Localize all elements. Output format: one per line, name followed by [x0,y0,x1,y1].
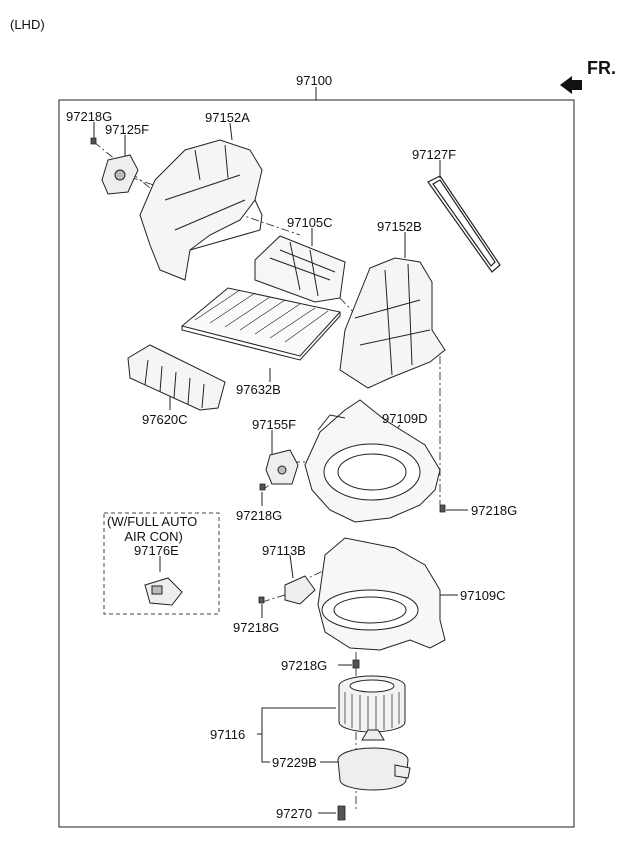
case-upper-a-icon [140,140,262,280]
actuator-mid-icon [266,450,298,484]
label-97113B: 97113B [262,543,306,558]
label-97270: 97270 [276,806,313,821]
label-97152B: 97152B [377,219,422,234]
label-97109D: 97109D [382,411,428,426]
label-97176E: 97176E [134,543,179,558]
label-97127F: 97127F [412,147,457,162]
label-97632B: 97632B [236,382,281,397]
blower-case-lower-icon [318,538,445,650]
label-97125F: 97125F [105,122,150,137]
filter-seal-icon [428,176,500,272]
filter-cover-icon [255,236,345,302]
label-97116: 97116 [210,727,246,742]
blower-wheel-icon [339,676,405,732]
label-97155F: 97155F [252,417,297,432]
option-box [104,513,219,614]
grille-icon [128,345,225,410]
leader-lines [94,122,468,813]
label-97620C: 97620C [142,412,188,427]
front-direction-label: FR. [587,58,616,78]
actuator-top-icon [102,155,138,194]
front-arrow-icon [560,76,582,94]
case-upper-b-icon [340,258,445,388]
label-97218G-lower-left: 97218G [233,620,280,635]
label-97218G-top: 97218G [66,109,113,124]
label-97152A: 97152A [205,110,250,125]
label-97100: 97100 [296,73,333,88]
header-label: (LHD) [10,17,45,32]
screw-icons [91,138,445,820]
label-97105C: 97105C [287,215,333,230]
label-97109C: 97109C [460,588,506,603]
label-97218G-lower-center: 97218G [281,658,328,673]
label-97218G-mid-right: 97218G [471,503,518,518]
label-97218G-mid-left: 97218G [236,508,283,523]
option-note: (W/FULL AUTO AIR CON) [107,514,198,544]
resistor-auto-icon [145,578,182,605]
label-97229B: 97229B [272,755,317,770]
resistor-icon [285,576,315,604]
blower-case-upper-icon [305,400,440,522]
air-filter-icon [182,288,340,360]
motor-icon [338,730,410,790]
